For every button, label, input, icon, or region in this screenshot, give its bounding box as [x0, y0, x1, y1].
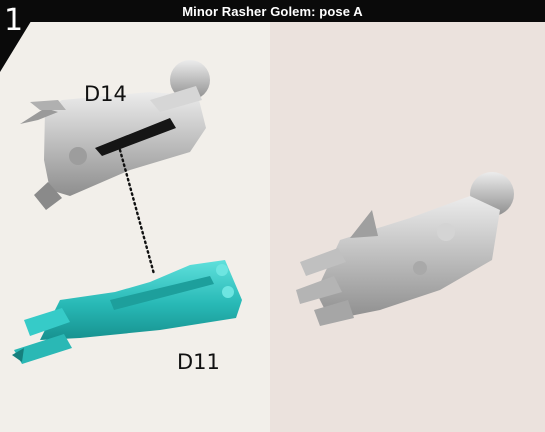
connector-dotted-line: [120, 150, 154, 274]
part-d11: [12, 260, 242, 364]
label-d11: D11: [177, 350, 220, 374]
label-d14: D14: [84, 82, 127, 106]
assembled-arm: [296, 172, 514, 326]
